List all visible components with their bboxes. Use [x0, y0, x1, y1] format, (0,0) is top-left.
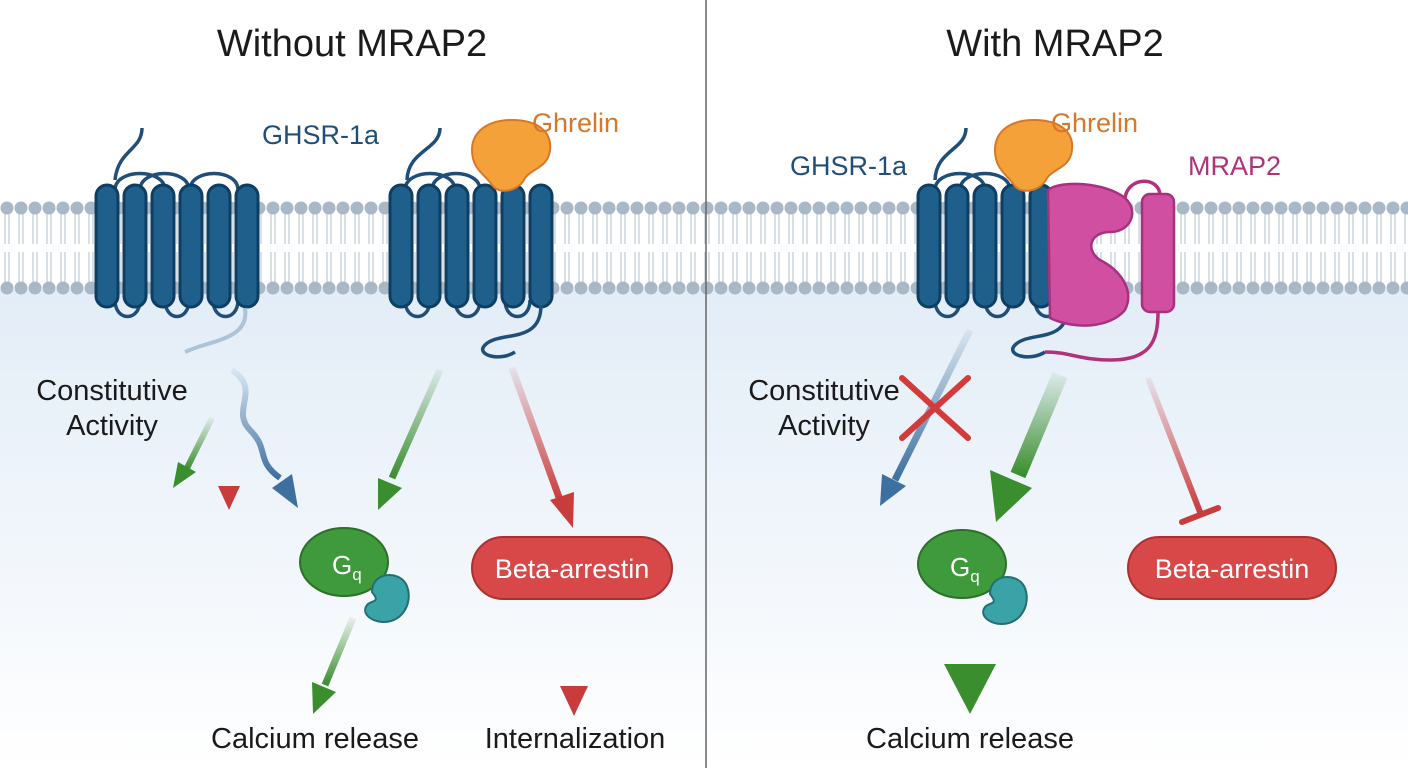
ghsr1a-label-left: GHSR-1a: [262, 120, 380, 150]
panel-title-with-mrap2: With MRAP2: [946, 23, 1163, 65]
constitutive-activity-label-right-line2: Activity: [778, 410, 870, 442]
block-x-icon: [899, 375, 971, 441]
inhibition-line-arrestin: [1145, 376, 1203, 514]
constitutive-activity-label-left: Constitutive: [36, 375, 188, 407]
constitutive-activity-label-right: Constitutive: [748, 375, 900, 407]
arrow-receptor-to-gq-right: [1010, 371, 1068, 479]
ghrelin-label-right: Ghrelin: [1051, 108, 1138, 138]
panel-with-mrap2: With MRAP2 GHSR-1a Ghrelin MRAP2 Constit…: [748, 23, 1337, 755]
beta-arrestin-right: Beta-arrestin: [1127, 536, 1337, 600]
arrow-receptor-to-arrestin-left-head: [550, 492, 574, 528]
arrow-gq-to-calcium-left: [321, 616, 357, 687]
arrow-gq-to-calcium-left-head: [312, 682, 336, 714]
arrow-receptor-to-arrestin-left: [508, 366, 564, 502]
cytoplasm-background: [0, 290, 1408, 768]
ghrelin-ligand-left: [470, 118, 552, 192]
panel-title-without-mrap2: Without MRAP2: [217, 23, 487, 65]
internalization-label: Internalization: [485, 723, 666, 755]
svg-text:Beta-arrestin: Beta-arrestin: [1155, 554, 1310, 584]
arrow-receptor-to-gq-right-head: [990, 470, 1032, 522]
ghsr1a-label-right: GHSR-1a: [790, 151, 908, 181]
mrap2-protein: [1044, 179, 1176, 362]
ghsr1a-receptor-ghrelin-bound: [388, 127, 554, 359]
svg-text:Beta-arrestin: Beta-arrestin: [495, 554, 650, 584]
gq-protein-right: Gq: [917, 529, 1028, 626]
arrow-constitutive-blocked-head: [880, 474, 906, 506]
mrap2-label: MRAP2: [1188, 151, 1281, 181]
ghrelin-label-left: Ghrelin: [532, 108, 619, 138]
gq-label-left: Gq: [332, 550, 362, 584]
receptor-tail-faded: [184, 307, 248, 354]
calcium-release-label-right: Calcium release: [866, 723, 1074, 755]
arrow-receptor-to-gq-left: [388, 368, 444, 480]
arrow-arrestin-to-internalization-head: [560, 686, 588, 716]
constitutive-activity-label-left-line2: Activity: [66, 410, 158, 442]
arrow-gq-to-calcium-right-head: [944, 664, 996, 714]
arrow-receptor-to-gq-left-head: [378, 478, 402, 510]
constitutive-activity-arrows: [173, 367, 298, 510]
inhibition-bar: [1179, 505, 1221, 525]
panel-without-mrap2: Without MRAP2 GHSR-1a Constitutive Activ: [36, 23, 673, 755]
ghsr1a-receptor-apo: [94, 127, 260, 319]
ghrelin-ligand-right: [993, 118, 1074, 192]
calcium-release-label-left: Calcium release: [211, 723, 419, 755]
gq-label-right: Gq: [950, 552, 980, 586]
gq-protein-left: Gq: [299, 527, 410, 624]
beta-arrestin-left: Beta-arrestin: [471, 536, 673, 600]
